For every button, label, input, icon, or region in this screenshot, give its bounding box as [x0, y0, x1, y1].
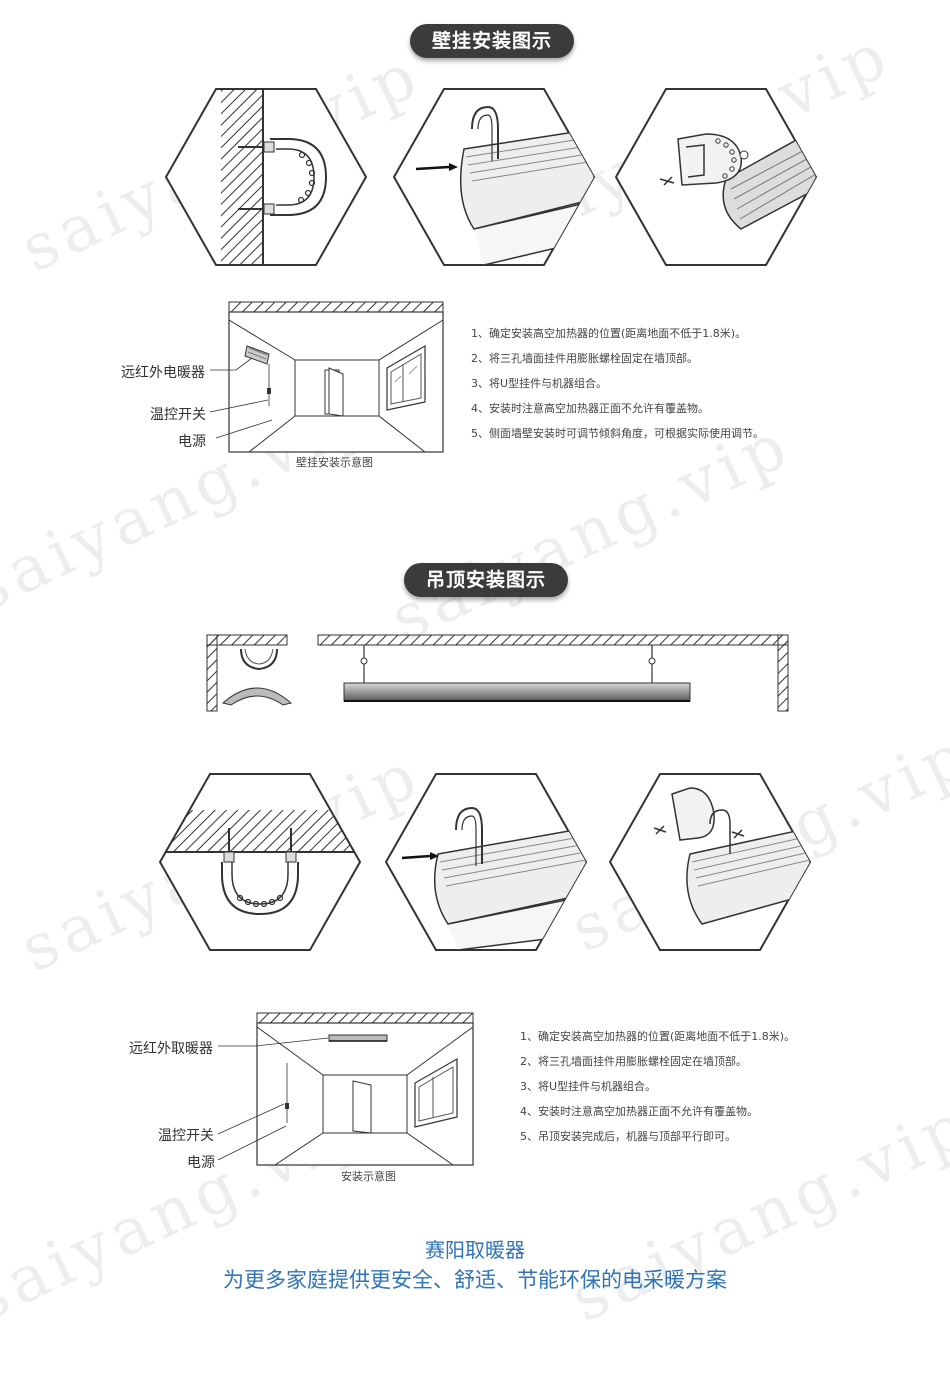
wall-diagram-caption: 壁挂安装示意图 — [296, 456, 373, 469]
ceiling-bracket-hexagon — [158, 773, 362, 951]
ceiling-room-diagram — [256, 1012, 474, 1166]
ceiling-diagram-caption: 安装示意图 — [341, 1170, 396, 1183]
bracket-assembled-hexagon — [614, 88, 818, 266]
step-item: 1、确定安装高空加热器的位置(距离地面不低于1.8米)。 — [471, 327, 747, 340]
ceiling-section-title: 吊顶安装图示 — [404, 563, 568, 597]
rail-insert-hexagon — [392, 88, 596, 266]
ceiling-steps-list: 1、确定安装高空加热器的位置(距离地面不低于1.8米)。 2、将三孔墙面挂件用膨… — [520, 1024, 795, 1149]
ceiling-leader-lines — [217, 1037, 329, 1161]
wall-steps-list: 1、确定安装高空加热器的位置(距离地面不低于1.8米)。 2、将三孔墙面挂件用膨… — [471, 321, 764, 446]
switch-label: 温控开关 — [158, 1128, 214, 1144]
ceiling-assembled-hexagon — [608, 773, 812, 951]
switch-label: 温控开关 — [150, 407, 206, 423]
ceiling-front-profile — [317, 634, 789, 712]
power-label: 电源 — [178, 434, 206, 450]
step-item: 5、吊顶安装完成后，机器与顶部平行即可。 — [520, 1130, 736, 1143]
wall-bracket-hexagon — [164, 88, 368, 266]
heater-label: 远红外取暖器 — [129, 1041, 213, 1057]
wall-section-title: 壁挂安装图示 — [410, 24, 574, 58]
step-item: 4、安装时注意高空加热器正面不允许有覆盖物。 — [520, 1105, 758, 1118]
step-item: 2、将三孔墙面挂件用膨胀螺栓固定在墙顶部。 — [520, 1055, 747, 1068]
power-label: 电源 — [187, 1155, 215, 1171]
step-item: 4、安装时注意高空加热器正面不允许有覆盖物。 — [471, 402, 709, 415]
step-item: 5、侧面墙壁安装时可调节倾斜角度，可根据实际使用调节。 — [471, 427, 764, 440]
brand-name: 赛阳取暖器 — [425, 1238, 525, 1262]
brand-slogan: 为更多家庭提供更安全、舒适、节能环保的电采暖方案 — [223, 1268, 727, 1292]
step-item: 2、将三孔墙面挂件用膨胀螺栓固定在墙顶部。 — [471, 352, 698, 365]
step-item: 3、将U型挂件与机器组合。 — [471, 377, 608, 390]
ceiling-rail-insert-hexagon — [384, 773, 588, 951]
heater-label: 远红外电暖器 — [121, 365, 205, 381]
wall-leader-lines — [209, 357, 273, 439]
step-item: 3、将U型挂件与机器组合。 — [520, 1080, 657, 1093]
step-item: 1、确定安装高空加热器的位置(距离地面不低于1.8米)。 — [520, 1030, 796, 1043]
ceiling-side-profile — [206, 634, 293, 712]
wall-room-diagram — [228, 301, 444, 453]
